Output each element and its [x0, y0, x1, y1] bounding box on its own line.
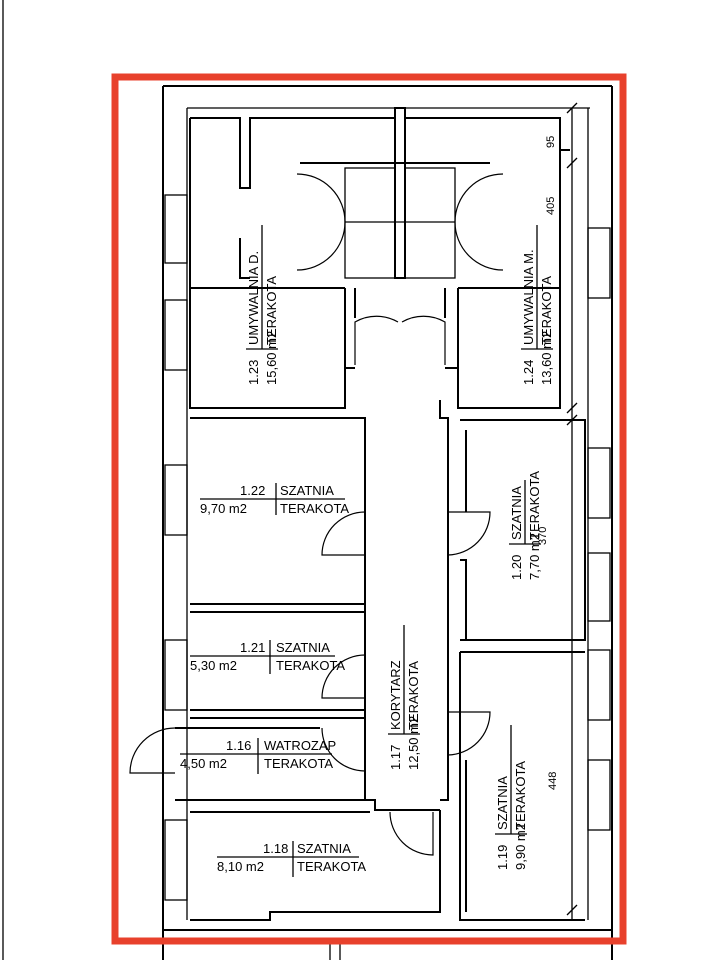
dimension-95: 95 [545, 136, 557, 148]
room-1-18-name: SZATNIA [297, 841, 351, 856]
room-1-22-area: 9,70 m2 [200, 501, 247, 516]
cabin-doors [296, 173, 504, 365]
washroom-walls [189, 107, 570, 409]
room-1-24-name: UMYWALNIA M. [521, 249, 536, 345]
room-1-20-name: SZATNIA [509, 486, 524, 540]
left-room-walls [175, 417, 441, 921]
room-doors [129, 511, 491, 856]
room-1-20-floor: TERAKOTA [527, 471, 542, 540]
room-1-16-floor: TERAKOTA [264, 756, 333, 771]
room-1-21-id: 1.21 [240, 640, 265, 655]
label-room-1-24: 1.24 UMYWALNIA M. 13,60 m2 TERAKOTA [521, 225, 554, 385]
bottom-partial-walls [163, 929, 612, 960]
highlight-frame [111, 73, 627, 945]
dimension-line [566, 102, 578, 920]
room-1-23-name: UMYWALNIA D. [246, 251, 261, 345]
room-1-17-area: 12,50 m2 [406, 716, 421, 770]
room-1-20-area: 7,70 m2 [527, 533, 542, 580]
room-1-23-id: 1.23 [246, 360, 261, 385]
right-room-walls [459, 419, 586, 921]
room-1-23-area: 15,60 m2 [264, 331, 279, 385]
room-1-22-name: SZATNIA [280, 483, 334, 498]
left-exterior-wall [164, 108, 188, 920]
room-1-17-floor: TERAKOTA [406, 661, 421, 730]
room-1-19-floor: TERAKOTA [513, 761, 528, 830]
room-1-19-area: 9,90 m2 [513, 823, 528, 870]
room-1-18-id: 1.18 [263, 841, 288, 856]
label-room-1-16: 1.16 WATROZAP 4,50 m2 TERAKOTA [180, 738, 336, 774]
label-room-1-19: 1.19 SZATNIA 9,90 m2 TERAKOTA [495, 725, 528, 870]
label-room-1-18: 1.18 SZATNIA 8,10 m2 TERAKOTA [217, 841, 366, 877]
room-1-19-name: SZATNIA [495, 776, 510, 830]
label-room-1-22: 1.22 SZATNIA 9,70 m2 TERAKOTA [200, 483, 349, 516]
room-1-16-id: 1.16 [226, 738, 251, 753]
room-1-16-name: WATROZAP [264, 738, 336, 753]
room-1-21-area: 5,30 m2 [190, 658, 237, 673]
room-1-19-id: 1.19 [495, 845, 510, 870]
room-1-16-area: 4,50 m2 [180, 756, 227, 771]
room-1-24-id: 1.24 [521, 360, 536, 385]
room-1-18-area: 8,10 m2 [217, 859, 264, 874]
dimension-448: 448 [547, 772, 559, 790]
dimension-370: 370 [537, 527, 549, 545]
room-1-24-floor: TERAKOTA [539, 276, 554, 345]
room-1-17-name: KORYTARZ [388, 660, 403, 730]
room-1-21-floor: TERAKOTA [276, 658, 345, 673]
building-outline [2, 0, 613, 960]
label-room-1-21: 1.21 SZATNIA 5,30 m2 TERAKOTA [190, 640, 345, 674]
right-exterior-wall [587, 108, 611, 920]
room-1-20-id: 1.20 [509, 555, 524, 580]
room-1-23-floor: TERAKOTA [264, 276, 279, 345]
dimension-405: 405 [545, 197, 557, 215]
label-room-1-23: 1.23 UMYWALNIA D. 15,60 m2 TERAKOTA [246, 225, 279, 385]
room-1-22-id: 1.22 [240, 483, 265, 498]
label-room-1-17: 1.17 KORYTARZ 12,50 m2 TERAKOTA [388, 625, 421, 770]
room-1-17-id: 1.17 [388, 745, 403, 770]
room-1-22-floor: TERAKOTA [280, 501, 349, 516]
room-1-21-name: SZATNIA [276, 640, 330, 655]
room-1-18-floor: TERAKOTA [297, 859, 366, 874]
room-1-24-area: 13,60 m2 [539, 331, 554, 385]
label-room-1-20: 1.20 SZATNIA 7,70 m2 TERAKOTA [509, 471, 542, 580]
